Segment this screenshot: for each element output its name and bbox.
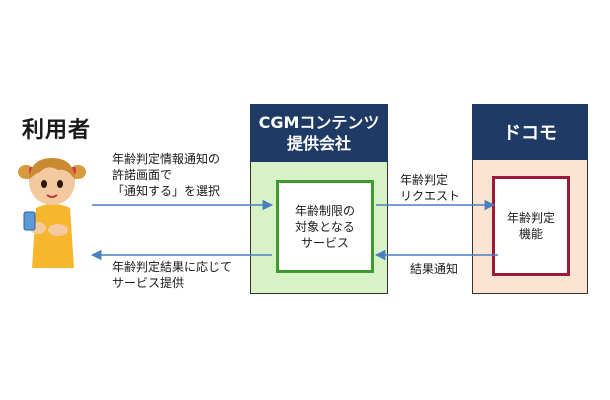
- notify-label: 年齢判定情報通知の 許諾画面で 「通知する」を選択: [112, 151, 220, 199]
- child-with-phone-icon: [18, 158, 86, 268]
- notify-line1: 年齢判定情報通知の: [112, 152, 221, 166]
- cgm-provider-header: CGMコンテンツ 提供会社: [250, 104, 388, 162]
- service-line2: 対象となる: [295, 219, 355, 234]
- provide-line1: 年齢判定結果に応じて: [112, 260, 233, 274]
- service-line1: 年齢制限の: [294, 203, 355, 218]
- provide-line2: サービス提供: [112, 276, 185, 290]
- request-line1: 年齢判定: [400, 173, 449, 187]
- function-line2: 機能: [518, 227, 543, 241]
- function-line1: 年齢判定: [506, 211, 555, 225]
- request-line2: リクエスト: [400, 189, 461, 203]
- cgm-header-line1: CGMコンテンツ: [258, 113, 380, 132]
- provide-label: 年齢判定結果に応じて サービス提供: [112, 259, 232, 291]
- result-notice-label: 結果通知: [410, 262, 459, 276]
- child-with-phone-illustration: [18, 150, 88, 272]
- user-label: 利用者: [22, 118, 92, 143]
- age-restricted-service-box: 年齢制限の 対象となる サービス: [276, 180, 374, 273]
- notify-line3: 「通知する」を選択: [112, 184, 221, 198]
- cgm-header-line2: 提供会社: [286, 134, 351, 153]
- service-line3: サービス: [300, 235, 349, 250]
- request-label: 年齢判定 リクエスト: [400, 172, 460, 204]
- notify-line2: 許諾画面で: [112, 168, 173, 182]
- age-verification-function-box: 年齢判定 機能: [492, 176, 570, 276]
- docomo-header: ドコモ: [472, 104, 588, 160]
